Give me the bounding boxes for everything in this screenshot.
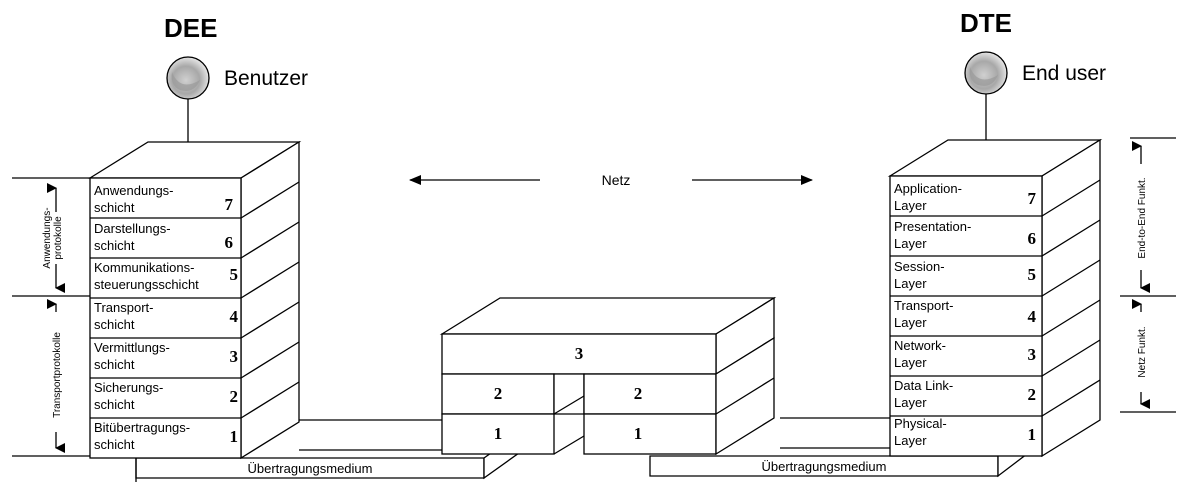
layer-label-line2: Layer [894, 433, 927, 448]
dee-protocol-brackets [12, 177, 90, 457]
layer-label-line1: Anwendungs- [94, 183, 174, 198]
dte-function-brackets [1120, 137, 1176, 413]
dte-layer-4: Transport- Layer 4 [894, 298, 1037, 330]
dte-layer-2: Data Link- Layer 2 [894, 378, 1036, 410]
dee-layer-1: Bitübertragungs- schicht 1 [94, 420, 238, 452]
user-globe-right-icon [964, 51, 1008, 148]
layer-label-line1: Presentation- [894, 219, 971, 234]
layer-label-line2: schicht [94, 317, 135, 332]
user-label-left: Benutzer [224, 67, 308, 90]
router-stack [299, 296, 890, 456]
layer-label-line1: Session- [894, 259, 945, 274]
layer-number: 3 [230, 347, 239, 366]
router-right-layer-1-number: 1 [634, 424, 643, 443]
layer-number: 1 [1028, 425, 1037, 444]
layer-label-line2: Layer [894, 198, 927, 213]
layer-label-line2: schicht [94, 200, 135, 215]
layer-label-line1: Transport- [894, 298, 953, 313]
layer-label-line2: Layer [894, 355, 927, 370]
layer-number: 4 [230, 307, 239, 326]
layer-number: 3 [1028, 345, 1037, 364]
layer-label-line2: Layer [894, 236, 927, 251]
dte-layer-6: Presentation- Layer 6 [894, 219, 1036, 251]
layer-number: 1 [230, 427, 239, 446]
user-label-right: End user [1022, 62, 1106, 85]
layer-label-line1: Data Link- [894, 378, 953, 393]
bracket-label-upper-line2: protokolle [53, 216, 64, 260]
bracket-label-upper-line1: Anwendungs- [42, 207, 53, 268]
layer-label-line2: steuerungsschicht [94, 277, 199, 292]
layer-label-line2: schicht [94, 357, 135, 372]
medium-left-label: Übertragungsmedium [247, 461, 372, 476]
dee-layer-2: Sicherungs- schicht 2 [94, 380, 238, 412]
dte-layer-3: Network- Layer 3 [894, 338, 1036, 370]
dte-layer-5: Session- Layer 5 [894, 259, 1036, 291]
layer-label-line1: Network- [894, 338, 946, 353]
layer-number: 6 [1028, 229, 1037, 248]
layer-label-line2: Layer [894, 315, 927, 330]
layer-label-line2: Layer [894, 395, 927, 410]
layer-label-line2: Layer [894, 276, 927, 291]
layer-number: 5 [230, 265, 239, 284]
layer-label-line1: Transport- [94, 300, 153, 315]
layer-number: 2 [1028, 385, 1037, 404]
router-left-layer-1-number: 1 [494, 424, 503, 443]
router-right-layer-2-number: 2 [634, 384, 643, 403]
layer-number: 7 [1028, 189, 1037, 208]
layer-label-line2: schicht [94, 397, 135, 412]
dee-layer-3: Vermittlungs- schicht 3 [94, 340, 238, 372]
layer-number: 6 [225, 233, 234, 252]
layer-label-line2: schicht [94, 238, 135, 253]
router-layer-3-number: 3 [575, 344, 584, 363]
dte-title: DTE [960, 8, 1012, 38]
layer-label-line1: Application- [894, 181, 962, 196]
dee-layer-7: Anwendungs- schicht 7 [94, 183, 234, 215]
layer-label-line1: Physical- [894, 416, 947, 431]
bracket-label-lower: Netz Funkt. [1137, 326, 1148, 377]
layer-label-line1: Kommunikations- [94, 260, 194, 275]
dee-layer-4: Transport- schicht 4 [94, 300, 239, 332]
bracket-label-upper: End-to-End Funkt. [1137, 177, 1148, 258]
layer-number: 5 [1028, 265, 1037, 284]
dte-layer-stack [887, 138, 1103, 458]
layer-label-line1: Darstellungs- [94, 221, 171, 236]
layer-number: 7 [225, 195, 234, 214]
user-globe-left-icon [166, 56, 210, 150]
dee-title: DEE [164, 13, 217, 43]
layer-label-line2: schicht [94, 437, 135, 452]
layer-number: 4 [1028, 307, 1037, 326]
medium-right-label: Übertragungsmedium [761, 459, 886, 474]
layer-label-line1: Bitübertragungs- [94, 420, 190, 435]
dte-layer-7: Application- Layer 7 [894, 181, 1037, 213]
netz-label: Netz [602, 172, 631, 188]
dee-layer-5: Kommunikations- steuerungsschicht 5 [94, 260, 238, 292]
dee-layer-stack [87, 140, 302, 460]
router-left-layer-2-number: 2 [494, 384, 503, 403]
layer-label-line1: Vermittlungs- [94, 340, 170, 355]
bracket-label-lower: Transportprotokolle [52, 332, 63, 418]
dee-layer-6: Darstellungs- schicht 6 [94, 221, 233, 253]
layer-number: 2 [230, 387, 239, 406]
layer-label-line1: Sicherungs- [94, 380, 163, 395]
dte-layer-1: Physical- Layer 1 [894, 416, 1036, 448]
